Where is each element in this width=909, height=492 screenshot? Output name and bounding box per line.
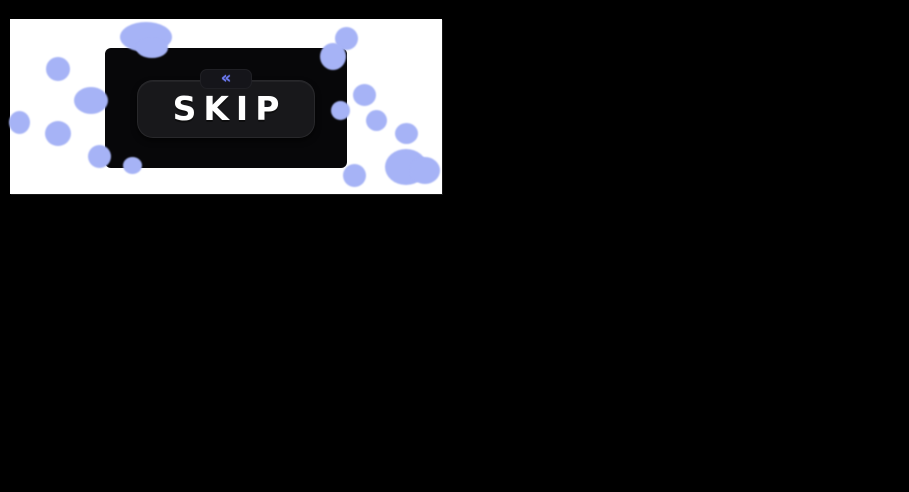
drawing-canvas[interactable]: « SKIP <box>10 19 442 194</box>
double-chevron-left-icon: « <box>220 68 232 87</box>
skip-panel: « SKIP <box>105 48 347 168</box>
skip-button[interactable]: SKIP <box>137 80 315 138</box>
collapse-button[interactable]: « <box>200 69 252 89</box>
skip-button-label: SKIP <box>172 88 287 128</box>
